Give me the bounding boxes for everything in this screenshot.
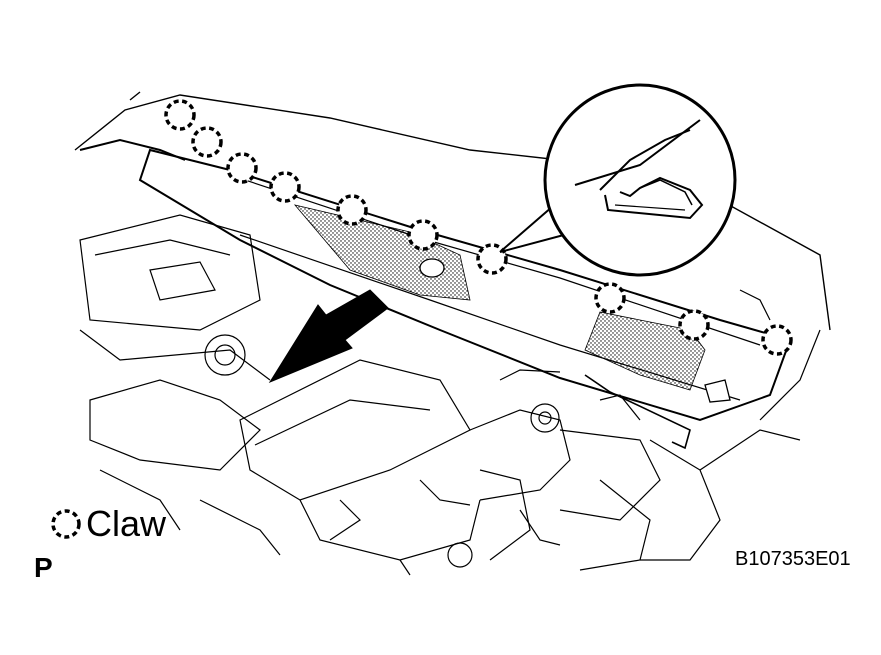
legend-label: Claw bbox=[86, 503, 167, 544]
claw-marker bbox=[594, 282, 626, 314]
dashed-circle-icon bbox=[51, 509, 81, 539]
claw-marker bbox=[226, 152, 258, 184]
claw-marker bbox=[476, 243, 508, 275]
claw-marker bbox=[336, 194, 368, 226]
claw-marker bbox=[761, 324, 793, 356]
callout-detail bbox=[543, 83, 737, 277]
claw-markers bbox=[164, 99, 793, 356]
claw-marker bbox=[269, 171, 301, 203]
claw-marker bbox=[164, 99, 196, 131]
legend: Claw bbox=[48, 502, 166, 546]
page-letter: P bbox=[34, 552, 53, 583]
cowl-louver bbox=[79, 138, 792, 450]
hood-outline bbox=[74, 91, 831, 331]
reference-code: B107353E01 bbox=[735, 548, 851, 570]
removal-arrow bbox=[268, 289, 389, 384]
claw-marker bbox=[407, 219, 439, 251]
claw-marker bbox=[678, 309, 710, 341]
claw-marker bbox=[191, 126, 223, 158]
engine-components bbox=[79, 214, 821, 576]
